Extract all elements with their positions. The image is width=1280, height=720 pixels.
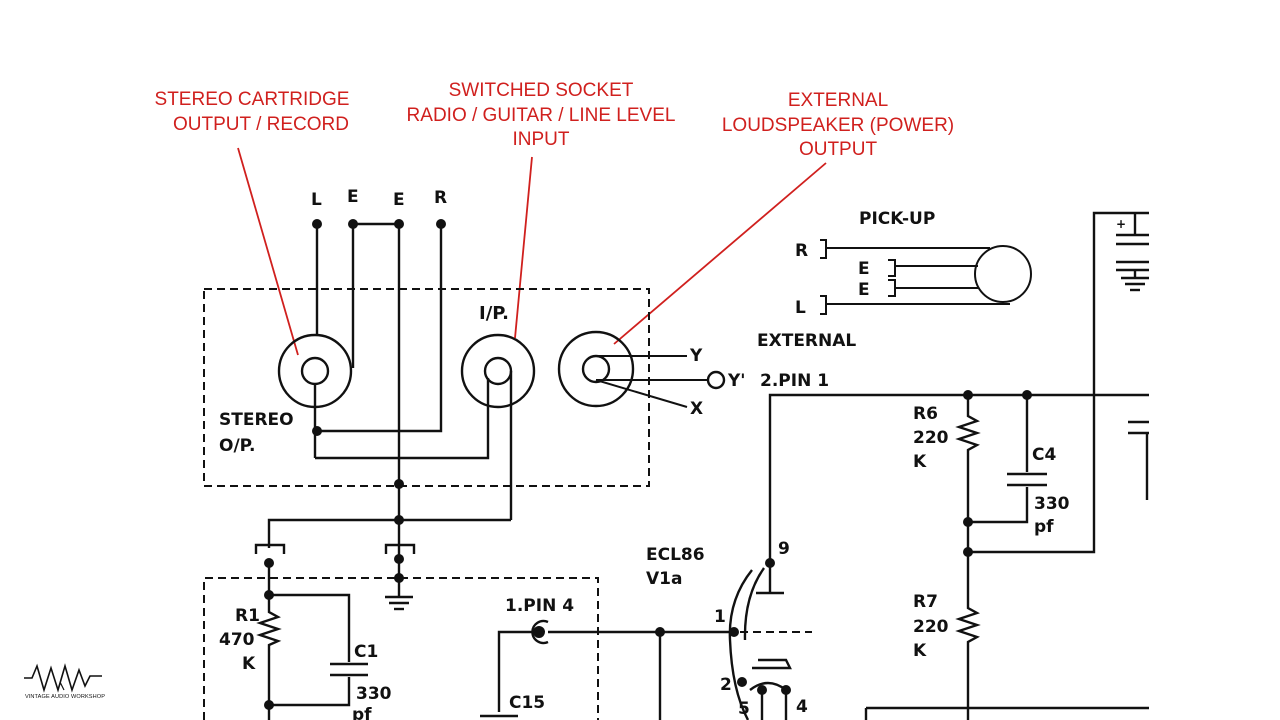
label-c1-name: C1 bbox=[354, 642, 378, 662]
label-c1-unit: pf bbox=[352, 705, 372, 720]
valve-envelope-inner bbox=[743, 567, 765, 641]
plug-right bbox=[384, 543, 416, 554]
speaker-socket-outer bbox=[557, 330, 635, 408]
annotation-line: LOUDSPEAKER (POWER) bbox=[721, 114, 955, 136]
connector-yp-circle bbox=[706, 370, 726, 390]
label-r6-unit: K bbox=[913, 452, 927, 472]
input-socket-outer bbox=[460, 333, 536, 409]
wire-c1-bottom bbox=[269, 677, 351, 707]
label-c4-unit: pf bbox=[1034, 517, 1054, 537]
label-r7-name: R7 bbox=[913, 592, 938, 612]
ground-icon bbox=[385, 578, 413, 611]
wire-r bbox=[317, 224, 443, 433]
label-pin4: 4 bbox=[796, 697, 808, 717]
annotation-line: STEREO CARTRIDGE bbox=[154, 89, 350, 110]
label-pin1: 1 bbox=[714, 607, 726, 627]
junction-dot bbox=[394, 515, 404, 525]
label-c4-value: 330 bbox=[1034, 494, 1070, 514]
label-r1-value: 470 bbox=[219, 630, 255, 650]
junction-dot bbox=[737, 677, 747, 687]
pickup-bracket-e2 bbox=[888, 279, 896, 297]
label-ip: I/P. bbox=[479, 303, 509, 324]
label-pin-ref: 2.PIN 1 bbox=[760, 371, 829, 391]
valve-envelope bbox=[728, 569, 753, 720]
annotation-switched-socket: SWITCHED SOCKET RADIO / GUITAR / LINE LE… bbox=[388, 79, 694, 153]
ground-icon bbox=[1121, 270, 1149, 292]
junction-dot bbox=[533, 626, 545, 638]
pickup-bracket-l bbox=[820, 295, 827, 315]
label-op: O/P. bbox=[219, 436, 255, 456]
valve-cathode bbox=[752, 658, 792, 670]
terminal-label-e1: E bbox=[347, 187, 359, 207]
terminal-label-l: L bbox=[311, 190, 322, 210]
label-pin4-ref: 1.PIN 4 bbox=[505, 596, 574, 616]
pointer-line-input bbox=[514, 156, 533, 339]
plug-left bbox=[254, 543, 286, 554]
wire-c4-bottom bbox=[968, 487, 1029, 524]
annotation-line: RADIO / GUITAR / LINE LEVEL bbox=[406, 104, 676, 126]
label-pin5: 5 bbox=[738, 699, 750, 719]
wire-to-right bbox=[968, 211, 1149, 554]
speaker-socket-inner bbox=[581, 354, 611, 384]
label-tube-ref: V1a bbox=[646, 569, 682, 589]
logo-text: VINTAGE AUDIO WORKSHOP bbox=[24, 694, 106, 700]
label-r7-unit: K bbox=[913, 641, 927, 661]
socket-panel-box bbox=[203, 288, 650, 487]
annotation-external-loudspeaker: EXTERNAL LOUDSPEAKER (POWER) OUTPUT bbox=[704, 89, 972, 163]
label-pin2: 2 bbox=[720, 675, 732, 695]
annotation-line: SWITCHED SOCKET bbox=[448, 80, 634, 101]
annotation-stereo-cartridge: STEREO CARTRIDGE OUTPUT / RECORD bbox=[138, 88, 366, 137]
annotation-line: INPUT bbox=[512, 129, 570, 150]
junction-dot bbox=[729, 627, 739, 637]
wire-signal-down bbox=[267, 518, 511, 548]
label-c4-name: C4 bbox=[1032, 445, 1056, 465]
label-pickup-l: L bbox=[795, 298, 806, 318]
junction-dot bbox=[394, 554, 404, 564]
valve-heater bbox=[749, 681, 787, 691]
wire-speaker-x bbox=[595, 379, 688, 408]
label-pickup-e1: E bbox=[858, 259, 870, 279]
terminal-label-e2: E bbox=[393, 190, 405, 210]
junction-dot bbox=[312, 426, 322, 436]
label-x: X bbox=[690, 399, 703, 419]
label-c15: C15 bbox=[509, 693, 545, 713]
wire-c1-branch bbox=[269, 593, 351, 662]
pickup-bracket-e1 bbox=[888, 259, 896, 277]
label-r7-value: 220 bbox=[913, 617, 949, 637]
label-r6-value: 220 bbox=[913, 428, 949, 448]
input-stage-box bbox=[203, 577, 599, 720]
label-pickup-e2: E bbox=[858, 280, 870, 300]
pickup-bracket-r bbox=[820, 239, 827, 259]
label-pin9: 9 bbox=[778, 539, 790, 559]
label-r6-name: R6 bbox=[913, 404, 938, 424]
resistor-r7 bbox=[955, 552, 981, 720]
label-external: EXTERNAL bbox=[757, 331, 856, 351]
polarity-plus-icon: + bbox=[1116, 217, 1126, 231]
label-tube-type: ECL86 bbox=[646, 545, 705, 565]
annotation-line: OUTPUT bbox=[798, 139, 878, 160]
junction-dot bbox=[394, 479, 404, 489]
annotation-line: OUTPUT / RECORD bbox=[173, 113, 349, 135]
pointer-line-stereo bbox=[237, 147, 299, 356]
sine-wave-logo-icon bbox=[24, 663, 102, 693]
wire-c15 bbox=[497, 630, 533, 712]
resistor-r6 bbox=[955, 395, 981, 522]
terminal-label-r: R bbox=[434, 188, 447, 208]
label-r1-unit: K bbox=[242, 654, 256, 674]
label-r1-name: R1 bbox=[235, 606, 260, 626]
label-y: Y bbox=[689, 346, 703, 366]
pickup-cartridge-circle bbox=[974, 245, 1032, 303]
label-c1-value: 330 bbox=[356, 684, 392, 704]
label-pickup-r: R bbox=[795, 241, 808, 261]
label-pickup: PICK-UP bbox=[859, 209, 935, 229]
wire-anode bbox=[768, 393, 968, 563]
resistor-r1 bbox=[256, 595, 282, 705]
wire-input-tip bbox=[399, 378, 490, 460]
annotation-line: EXTERNAL bbox=[787, 90, 889, 111]
stereo-socket-inner bbox=[300, 356, 330, 386]
label-y-prime: Y' bbox=[727, 371, 746, 391]
label-stereo: STEREO bbox=[219, 410, 294, 430]
